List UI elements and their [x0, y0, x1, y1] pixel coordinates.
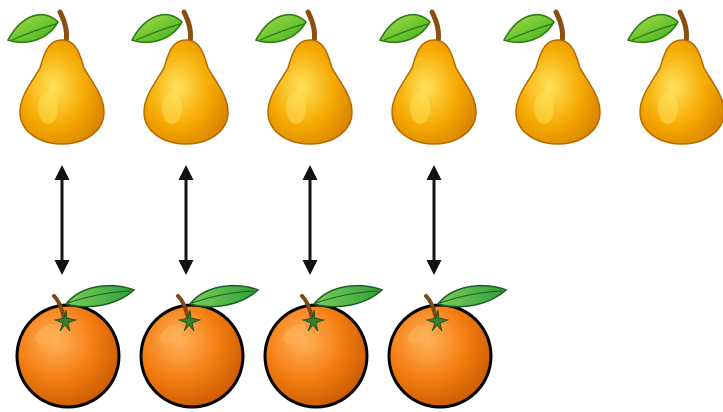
orange-icon	[139, 284, 260, 409]
pairing-arrows-row	[54, 165, 442, 275]
pear-icon	[378, 9, 477, 145]
orange-icon	[263, 284, 384, 409]
orange-icon	[387, 284, 508, 409]
pear-icon	[254, 9, 353, 145]
oranges-row	[15, 284, 508, 409]
orange-icon	[15, 284, 136, 409]
pear-icon	[130, 9, 229, 145]
pear-icon	[6, 9, 105, 145]
pear-icon	[502, 9, 601, 145]
pear-icon	[626, 9, 723, 145]
pears-row	[6, 9, 723, 145]
